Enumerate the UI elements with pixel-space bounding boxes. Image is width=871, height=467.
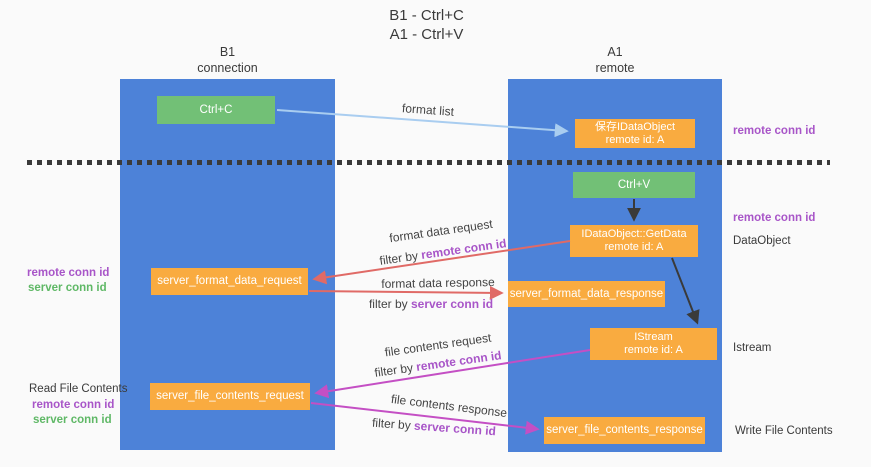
flow-label-highlight: server conn id: [410, 297, 494, 311]
server-file-contents-response-box: server_file_contents_response: [544, 417, 705, 444]
dashed-separator-line: [27, 160, 830, 165]
server-file-contents-request-box: server_file_contents_request: [150, 383, 310, 410]
server-format-data-request-box: server_format_data_request: [151, 268, 308, 295]
ctrl-c-box-label: Ctrl+C: [199, 103, 233, 116]
diagram-title: B1 - Ctrl+C A1 - Ctrl+V: [0, 6, 853, 44]
istream-box: IStream remote id: A: [590, 328, 717, 360]
server-format-data-response-box: server_format_data_response: [508, 281, 665, 307]
istream-box-label: IStream remote id: A: [624, 331, 683, 357]
dataobject-label: DataObject: [733, 235, 791, 247]
ctrl-v-box-label: Ctrl+V: [617, 178, 651, 191]
istream-label: Istream: [733, 342, 772, 354]
ctrl-c-box: Ctrl+C: [157, 96, 275, 124]
server-file-contents-response-label: server_file_contents_response: [546, 424, 703, 436]
server-conn-id-label: server conn id: [28, 282, 107, 294]
idataobject-getdata-box: IDataObject::GetData remote id: A: [570, 225, 698, 257]
format-list-label: format list: [401, 101, 455, 119]
box-label-line2: remote id: A: [604, 241, 664, 253]
server-format-data-response-label: server_format_data_response: [509, 287, 664, 300]
format-data-response-label: format data response: [381, 275, 495, 291]
diagram-title-line2: A1 - Ctrl+V: [389, 26, 464, 43]
flow-label-highlight: remote conn id: [420, 236, 508, 262]
save-idataobject-box: 保存IDataObject remote id: A: [575, 119, 695, 148]
lifeline-b1-role: connection: [197, 61, 258, 75]
flow-label-prefix: filter by: [368, 297, 411, 311]
ctrl-v-box: Ctrl+V: [573, 172, 695, 198]
filter-by-server-conn-id-label: filter by server conn id: [369, 297, 493, 311]
flow-label-prefix: filter by: [378, 248, 423, 268]
flow-label-highlight: server conn id: [413, 418, 497, 439]
server-conn-id-label: server conn id: [33, 414, 112, 426]
save-idataobject-box-label: 保存IDataObject remote id: A: [595, 121, 675, 147]
lifeline-b1-name: B1: [219, 45, 236, 59]
write-file-contents-label: Write File Contents: [735, 425, 833, 437]
flow-label-prefix: filter by: [371, 415, 415, 433]
box-label-line2: remote id: A: [624, 344, 683, 356]
remote-conn-id-label: remote conn id: [733, 212, 816, 224]
remote-conn-id-label: remote conn id: [32, 399, 115, 411]
lifeline-header-b1: B1 connection: [120, 44, 335, 76]
file-contents-response-label: file contents response: [390, 391, 508, 421]
lifeline-a1-name: A1: [607, 45, 623, 59]
box-label-line2: remote id: A: [605, 133, 665, 146]
server-format-data-request-label: server_format_data_request: [157, 275, 302, 287]
remote-conn-id-label: remote conn id: [733, 125, 816, 137]
box-label-line1: 保存IDataObject: [594, 120, 676, 133]
diagram-title-line1: B1 - Ctrl+C: [389, 7, 464, 24]
read-file-contents-label: Read File Contents: [29, 383, 128, 395]
lifeline-header-a1: A1 remote: [508, 44, 722, 76]
remote-conn-id-label: remote conn id: [27, 267, 110, 279]
lifeline-a1-role: remote: [595, 61, 635, 75]
filter-by-server-conn-id-label: filter by server conn id: [372, 416, 497, 439]
flow-label-prefix: filter by: [373, 360, 418, 380]
idataobject-getdata-box-label: IDataObject::GetData remote id: A: [581, 228, 686, 254]
server-file-contents-request-label: server_file_contents_request: [156, 390, 304, 402]
format-data-response-arrow: [308, 285, 504, 300]
box-label-line1: IDataObject::GetData: [581, 228, 687, 240]
box-label-line1: IStream: [634, 331, 673, 343]
